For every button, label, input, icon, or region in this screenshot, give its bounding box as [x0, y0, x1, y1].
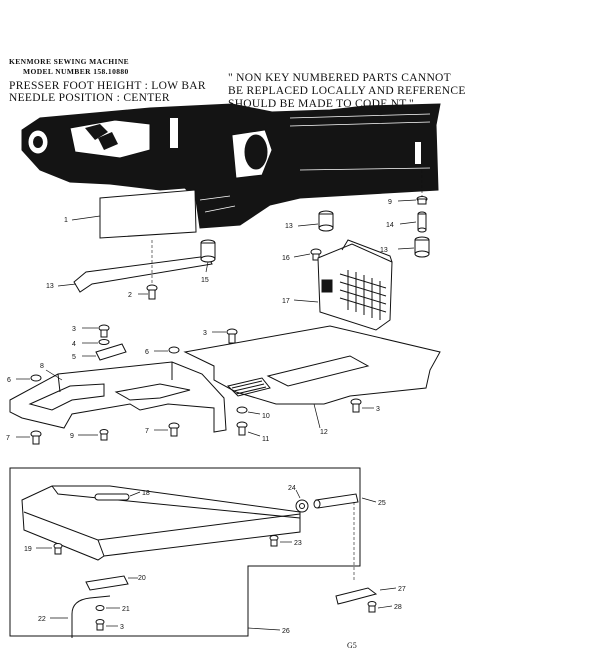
part-28-screw — [367, 601, 377, 613]
callout-8: 8 — [40, 363, 44, 370]
callout-7b: 7 — [145, 428, 149, 435]
callout-18: 18 — [142, 490, 150, 497]
machine-head-casting — [21, 103, 441, 229]
part-2-screw — [146, 284, 158, 300]
callout-4: 4 — [72, 341, 76, 348]
note-line-1: " NON KEY NUMBERED PARTS CANNOT — [228, 72, 451, 84]
part-12-base-plate — [183, 325, 441, 405]
part-22-bent-rod — [71, 595, 111, 638]
part-13-bushing-center — [318, 210, 334, 232]
callout-14: 14 — [386, 222, 394, 229]
callout-15: 15 — [201, 277, 209, 284]
callout-22: 22 — [38, 616, 46, 623]
part-3-screw-plate-right — [350, 398, 362, 413]
part-9-washer-right — [416, 196, 428, 205]
part-4-washer — [98, 339, 110, 345]
part-10-washer — [236, 406, 248, 414]
part-8-base-frame — [9, 361, 227, 433]
part-14-pin — [417, 211, 427, 233]
callout-3b: 3 — [376, 406, 380, 413]
part-6-nut-left — [30, 374, 42, 382]
callout-24: 24 — [288, 485, 296, 492]
presser-foot-height: PRESSER FOOT HEIGHT : LOW BAR — [9, 80, 206, 92]
callout-16: 16 — [282, 255, 290, 262]
callout-13b: 13 — [285, 223, 293, 230]
callout-9a: 9 — [388, 199, 392, 206]
part-13-bushing-right — [414, 236, 430, 258]
callout-6b: 6 — [7, 377, 11, 384]
callout-3d: 3 — [120, 624, 124, 631]
callout-27: 27 — [398, 586, 406, 593]
part-6-nut-right — [168, 346, 180, 354]
callout-20: 20 — [138, 575, 146, 582]
part-24-washer — [295, 499, 309, 513]
callout-19: 19 — [24, 546, 32, 553]
part-18-extension-table — [21, 485, 301, 561]
part-23-screw — [269, 535, 279, 547]
callout-10: 10 — [262, 413, 270, 420]
callout-11: 11 — [262, 436, 269, 443]
callout-21: 21 — [122, 606, 130, 613]
part-16-screw — [310, 248, 322, 261]
page-number: G5 — [347, 641, 357, 650]
callout-2: 2 — [128, 292, 132, 299]
callout-5: 5 — [72, 354, 76, 361]
callout-7a: 7 — [6, 435, 10, 442]
callout-25: 25 — [378, 500, 386, 507]
callout-28: 28 — [394, 604, 402, 611]
part-11-screw — [236, 421, 248, 436]
part-9-screw-frame — [99, 429, 109, 441]
part-5-clip — [95, 343, 127, 361]
callout-9b: 9 — [70, 433, 74, 440]
needle-position: NEEDLE POSITION : CENTER — [9, 92, 170, 104]
part-13-bar-left — [73, 255, 213, 293]
part-20-plate — [85, 575, 129, 591]
part-7-screw-left — [30, 430, 42, 445]
part-3-screw-plate-left — [226, 328, 238, 344]
part-17-housing — [317, 239, 393, 331]
callout-17: 17 — [282, 298, 290, 305]
part-21-nut — [95, 605, 105, 611]
callout-26: 26 — [282, 628, 290, 635]
callout-3c: 3 — [72, 326, 76, 333]
part-19-screw — [53, 543, 63, 555]
model-line-1: KENMORE SEWING MACHINE — [9, 57, 130, 66]
callout-12: 12 — [320, 429, 328, 436]
part-27-latch — [335, 587, 378, 605]
model-line-2: MODEL NUMBER 158.10880 — [23, 67, 129, 76]
part-1-face-cover — [99, 189, 197, 239]
callout-13a: 13 — [46, 283, 54, 290]
part-15-bushing — [200, 239, 216, 263]
part-3-screw-lower — [95, 619, 105, 631]
callout-23: 23 — [294, 540, 302, 547]
note-line-3: SHOULD BE MADE TO CODE NT." — [228, 98, 414, 110]
callout-1: 1 — [64, 217, 68, 224]
callout-6a: 6 — [145, 349, 149, 356]
callout-3a: 3 — [203, 330, 207, 337]
part-26-assembly-frame — [9, 467, 361, 637]
part-3-screw-bracket — [98, 324, 110, 338]
part-7-screw-right — [168, 422, 180, 437]
note-line-2: BE REPLACED LOCALLY AND REFERENCE — [228, 85, 466, 97]
callout-13c: 13 — [380, 247, 388, 254]
part-25-rod — [313, 493, 359, 509]
